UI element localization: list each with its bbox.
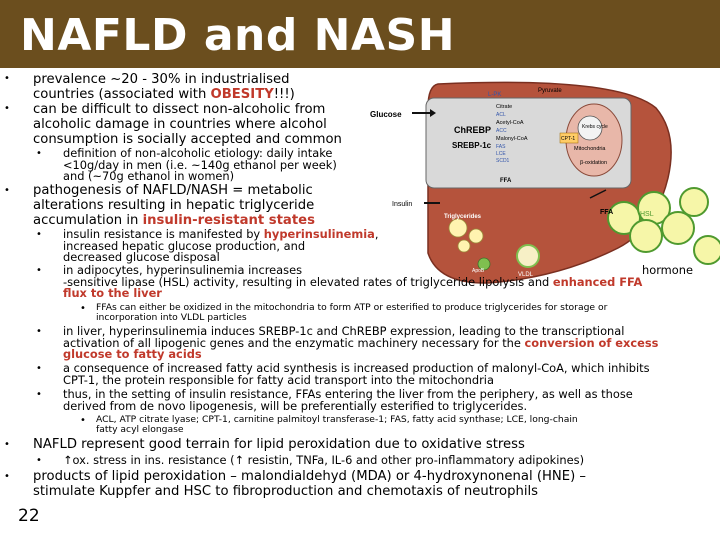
- label-boxid: β-oxidation: [580, 160, 607, 166]
- bullet-pathogenesis: pathogenesis of NAFLD/NASH = metabolic a…: [33, 183, 315, 228]
- title-bar: [0, 0, 720, 68]
- label-cpt: CPT-1: [561, 136, 575, 142]
- bullet-lipid-peroxidation: NAFLD represent good terrain for lipid p…: [33, 437, 525, 452]
- label-chrebp: ChREBP: [454, 125, 491, 135]
- diagram-svg: Glucose Insulin ChREBP SREBP-1c L-PK Pyr…: [370, 81, 720, 284]
- subbullet-insulin-resistance: insulin resistance is manifested by hype…: [63, 227, 379, 265]
- tg-droplet: [457, 239, 471, 253]
- glucose-arrowhead: [430, 109, 436, 117]
- slide-title: NAFLD and NASH: [20, 10, 456, 61]
- label-citrate: Citrate: [496, 104, 512, 110]
- bullet: •: [36, 455, 42, 466]
- subbullet-esterified: thus, in the setting of insulin resistan…: [63, 387, 633, 413]
- label-acc: ACC: [496, 128, 507, 134]
- vldl-shape: [516, 244, 540, 268]
- label-vldl: VLDL: [518, 272, 534, 278]
- adipocyte-cluster: [607, 187, 720, 265]
- bullet: •: [4, 73, 10, 84]
- label-malonyl: Malonyl-CoA: [496, 136, 528, 142]
- bullet: •: [36, 363, 42, 374]
- label-insulin: Insulin: [392, 201, 412, 208]
- subbullet-liver-srebp: in liver, hyperinsulinemia induces SREBP…: [63, 324, 659, 362]
- bullet: •: [36, 148, 42, 159]
- subsubbullet-ffa-fate: FFAs can either be oxidized in the mitoc…: [96, 302, 608, 323]
- label-mito: Mitochondria: [574, 146, 606, 152]
- label-scd: SCD1: [496, 158, 510, 164]
- krebs-cycle-shape: [577, 115, 603, 141]
- label-acetyl: Acetyl-CoA: [496, 120, 524, 126]
- bullet: •: [36, 326, 42, 337]
- label-pyruvate: Pyruvate: [538, 88, 562, 94]
- ffa-arrow: [589, 189, 607, 199]
- label-ffa-adipocyte: FFA: [600, 209, 613, 216]
- cpt-box: [559, 132, 579, 144]
- subsubbullet-abbreviations: ACL, ATP citrate lyase; CPT-1, carnitine…: [96, 414, 578, 435]
- bullet: •: [80, 303, 86, 314]
- label-srebp: SREBP-1c: [452, 141, 492, 150]
- label-acl: ACL: [496, 112, 506, 118]
- bullet-alcoholic-damage: can be difficult to dissect non-alcoholi…: [33, 102, 342, 147]
- liver-metabolism-diagram: Glucose Insulin ChREBP SREBP-1c L-PK Pyr…: [368, 78, 720, 300]
- bullet: •: [4, 471, 10, 482]
- hormone-word: hormone: [642, 263, 693, 277]
- subbullet-ox-stress: ↑ox. stress in ins. resistance (↑ resist…: [63, 453, 585, 467]
- bullet-prevalence: prevalence ~20 - 30% in industrialised c…: [33, 72, 295, 102]
- label-lce: LCE: [496, 151, 506, 157]
- bullet: •: [36, 389, 42, 400]
- label-fas: FAS: [496, 144, 506, 150]
- bullet: •: [4, 103, 10, 114]
- label-krebs: Krebs cycle: [582, 124, 608, 130]
- subbullet-adipocytes: in adipocytes, hyperinsulinemia increase…: [63, 263, 643, 301]
- bullet: •: [4, 439, 10, 450]
- bullet: •: [80, 415, 86, 426]
- bullet: •: [36, 229, 42, 240]
- subbullet-malonyl: a consequence of increased fatty acid sy…: [63, 361, 650, 387]
- subbullet-etiology: definition of non-alcoholic etiology: da…: [63, 146, 337, 184]
- bullet-lipid-peroxidation-products: products of lipid peroxidation – malondi…: [33, 469, 587, 499]
- tg-droplet: [448, 218, 468, 238]
- bullet: •: [36, 265, 42, 276]
- tg-droplet: [468, 228, 484, 244]
- page-number: 22: [18, 506, 40, 526]
- label-tg: Triglycerides: [444, 214, 482, 220]
- apob-shape: [477, 257, 491, 271]
- label-lpk: L-PK: [488, 92, 501, 98]
- label-apob: ApoB: [472, 268, 485, 274]
- label-ffa: FFA: [500, 178, 512, 184]
- label-glucose: Glucose: [370, 110, 402, 119]
- label-hsl: HSL: [640, 211, 654, 218]
- bullet: •: [4, 185, 10, 196]
